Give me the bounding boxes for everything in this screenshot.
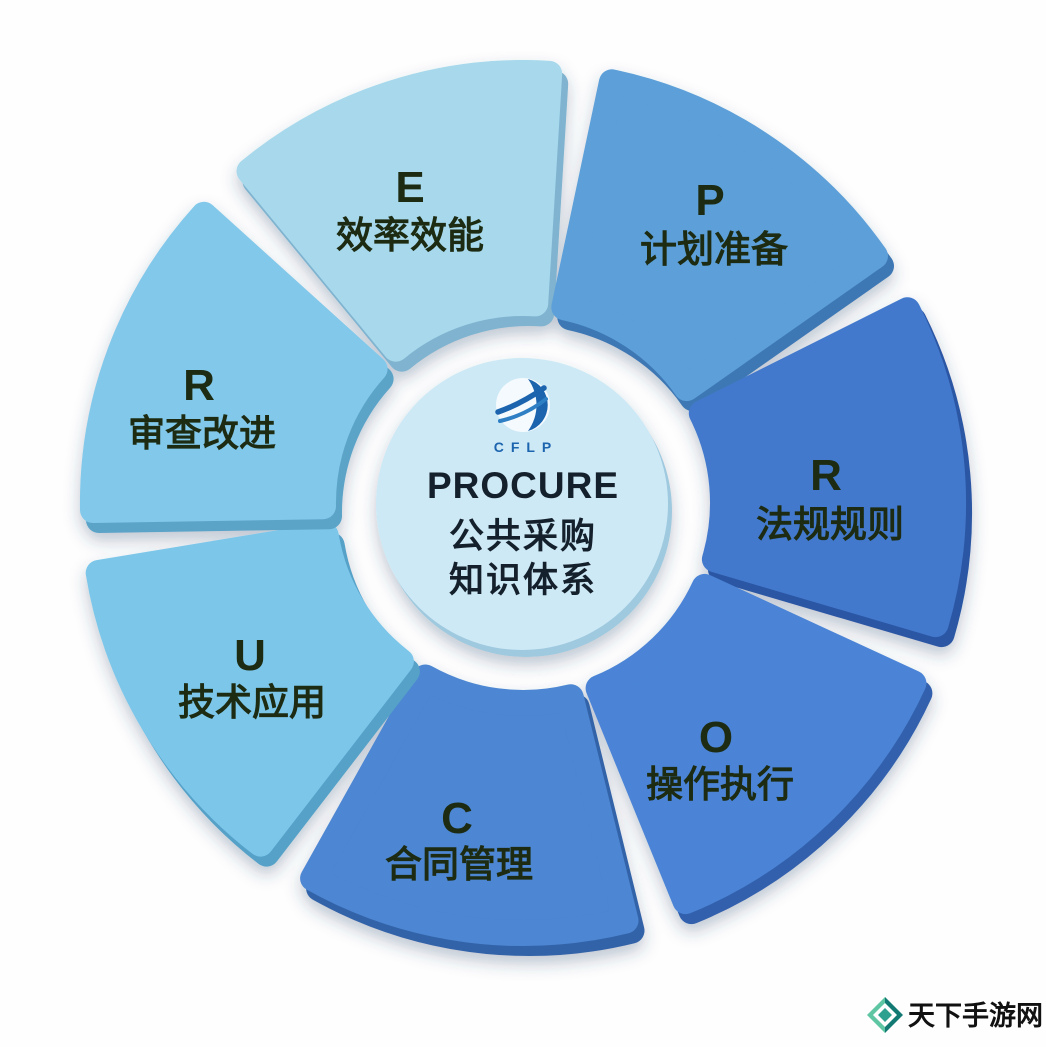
watermark-diamond-icon [867, 997, 903, 1033]
segment-labels: E 效率效能 P 计划准备 R 法规规则 O 操作执行 C 合同管理 U 技术应… [128, 163, 904, 885]
segment-r2-face [79, 201, 388, 523]
segment-p-face [551, 69, 888, 402]
segment-o-wedge [585, 573, 933, 925]
wheel-segments [79, 60, 973, 956]
segment-o-face [585, 573, 927, 915]
segment-u-text: 技术应用 [178, 682, 326, 723]
center-content: CFLP PROCURE 公共采购 知识体系 [427, 378, 619, 600]
center-hub [376, 358, 672, 657]
segment-r1-label: R 法规规则 [756, 451, 904, 545]
segment-p-label: P 计划准备 [640, 176, 789, 270]
segment-e-wedge [236, 60, 569, 372]
site-watermark: 天下手游网 [867, 997, 1043, 1033]
segment-r1-wedge [688, 297, 973, 648]
segment-u-wedge [85, 522, 420, 867]
segment-e-face [236, 60, 563, 362]
center-subtitle-line1: 公共采购 [449, 517, 597, 556]
logo-swoosh-2 [498, 397, 548, 423]
segment-r2-letter: R [183, 361, 215, 410]
segment-c-wedge [300, 664, 645, 956]
segment-r1-letter: R [810, 451, 842, 500]
segment-u-label: U 技术应用 [178, 631, 326, 723]
segment-r1-face [688, 297, 967, 638]
segment-p-wedge [551, 69, 894, 412]
segment-e-label: E 效率效能 [336, 163, 484, 256]
center-hub-face [376, 358, 668, 650]
segment-o-letter: O [699, 713, 733, 762]
cflp-logo-icon [495, 378, 550, 432]
segment-e-text: 效率效能 [336, 215, 484, 256]
segment-c-label: C 合同管理 [385, 794, 533, 885]
segment-e-letter: E [395, 163, 424, 212]
segment-u-face [85, 522, 414, 857]
center-subtitle-line2: 知识体系 [449, 561, 597, 600]
segment-u-letter: U [234, 631, 266, 680]
segment-r1-text: 法规规则 [756, 504, 904, 545]
segment-p-text: 计划准备 [640, 229, 789, 270]
logo-caption: CFLP [494, 439, 559, 455]
logo-swoosh-1 [495, 385, 547, 415]
segment-r2-label: R 审查改进 [128, 361, 276, 454]
segment-c-face [300, 664, 639, 946]
diamond-core [878, 1008, 892, 1022]
center-title: PROCURE [427, 465, 619, 506]
segment-r2-wedge [79, 201, 394, 533]
segment-r2-text: 审查改进 [128, 413, 276, 454]
segment-o-text: 操作执行 [646, 764, 794, 805]
watermark-text: 天下手游网 [908, 1001, 1043, 1031]
segment-c-text: 合同管理 [385, 844, 533, 885]
segment-c-letter: C [441, 794, 473, 843]
segment-p-letter: P [695, 176, 724, 225]
segment-o-label: O 操作执行 [646, 713, 794, 805]
